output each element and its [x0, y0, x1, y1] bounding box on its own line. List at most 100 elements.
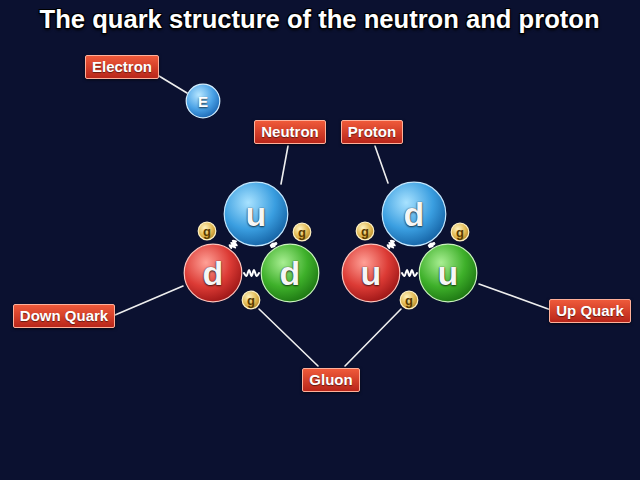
gluon-wave: [271, 243, 277, 247]
nucleon-circle-fill: [332, 182, 488, 338]
quark-ball: u: [341, 243, 401, 303]
star: [522, 394, 524, 396]
star: [523, 438, 525, 440]
star: [463, 435, 465, 437]
star: [342, 233, 344, 235]
star: [213, 316, 215, 318]
star: [79, 129, 81, 131]
star: [553, 60, 555, 62]
star: [464, 422, 466, 424]
leader-line: [259, 309, 318, 366]
star: [554, 335, 556, 337]
title: The quark structure of the neutron and p…: [40, 3, 600, 35]
star: [299, 392, 301, 394]
star: [285, 113, 287, 115]
star: [524, 225, 526, 227]
gluon-ball: g: [450, 222, 470, 242]
star: [598, 213, 600, 215]
gluon-wave: [230, 241, 237, 248]
callout-label: Proton: [341, 120, 403, 144]
star: [133, 144, 135, 146]
star: [23, 116, 25, 118]
star: [511, 115, 513, 117]
star: [577, 240, 579, 242]
star: [2, 441, 3, 442]
star: [397, 360, 399, 362]
star: [562, 214, 563, 215]
star: [474, 448, 476, 450]
star: [632, 224, 634, 226]
gluon-ball: g: [355, 221, 375, 241]
gluon-ball-fill: [400, 291, 418, 309]
title-band: [0, 0, 640, 38]
star: [479, 97, 480, 98]
nucleon-circle-fill: [174, 182, 330, 338]
leader-line: [281, 146, 288, 184]
star: [448, 376, 449, 377]
star: [203, 302, 205, 304]
callout-label: Down Quark: [13, 304, 115, 328]
star: [128, 176, 131, 179]
star: [52, 218, 53, 219]
star: [461, 431, 463, 433]
quark-letter: d: [404, 197, 425, 231]
star: [603, 345, 604, 346]
gluon-letter: g: [456, 226, 464, 239]
star: [563, 427, 565, 429]
star: [608, 279, 610, 281]
star: [515, 464, 516, 465]
star: [506, 422, 508, 424]
star: [512, 86, 514, 88]
star: [402, 287, 404, 289]
star: [53, 88, 55, 90]
star: [364, 111, 365, 112]
gluon-ball-fill: [293, 223, 311, 241]
star: [551, 394, 552, 395]
stars: [2, 42, 635, 466]
star: [37, 60, 39, 62]
star: [227, 191, 228, 192]
callout-label: Gluon: [302, 368, 359, 392]
star: [615, 167, 618, 170]
quark-ball: u: [418, 243, 478, 303]
gluon-letter: g: [247, 294, 255, 307]
leader-line: [479, 284, 551, 310]
gluon-ball: g: [292, 222, 312, 242]
star: [533, 186, 534, 187]
star: [491, 458, 493, 460]
callout-label: Up Quark: [549, 299, 631, 323]
star: [468, 186, 470, 188]
star: [32, 287, 34, 289]
star: [273, 169, 275, 171]
star: [580, 435, 581, 436]
star: [85, 339, 87, 341]
quark-ball: u: [223, 181, 289, 247]
star: [610, 52, 612, 54]
quark-letter: d: [203, 256, 224, 290]
gluon-letter: g: [298, 226, 306, 239]
star: [612, 389, 614, 391]
gluon-ball-fill: [451, 223, 469, 241]
quark-ball: d: [183, 243, 243, 303]
star: [411, 100, 413, 102]
star: [491, 452, 493, 454]
star: [316, 94, 318, 96]
star: [403, 419, 405, 421]
star: [579, 65, 580, 66]
star: [325, 94, 326, 95]
quark-letter: u: [246, 197, 267, 231]
quark-ball: d: [381, 181, 447, 247]
star: [314, 417, 316, 419]
quark-ball-fill: [342, 244, 400, 302]
star: [406, 441, 408, 443]
callout-label: Neutron: [254, 120, 326, 144]
star: [371, 454, 372, 455]
star: [549, 324, 552, 327]
electron-letter: E: [198, 94, 208, 109]
quark-ball-fill: [382, 182, 446, 246]
star: [562, 415, 565, 418]
quark-letter: u: [438, 256, 459, 290]
star: [259, 164, 260, 165]
star: [565, 284, 566, 285]
orbit-ring-highlight: [125, 58, 535, 468]
